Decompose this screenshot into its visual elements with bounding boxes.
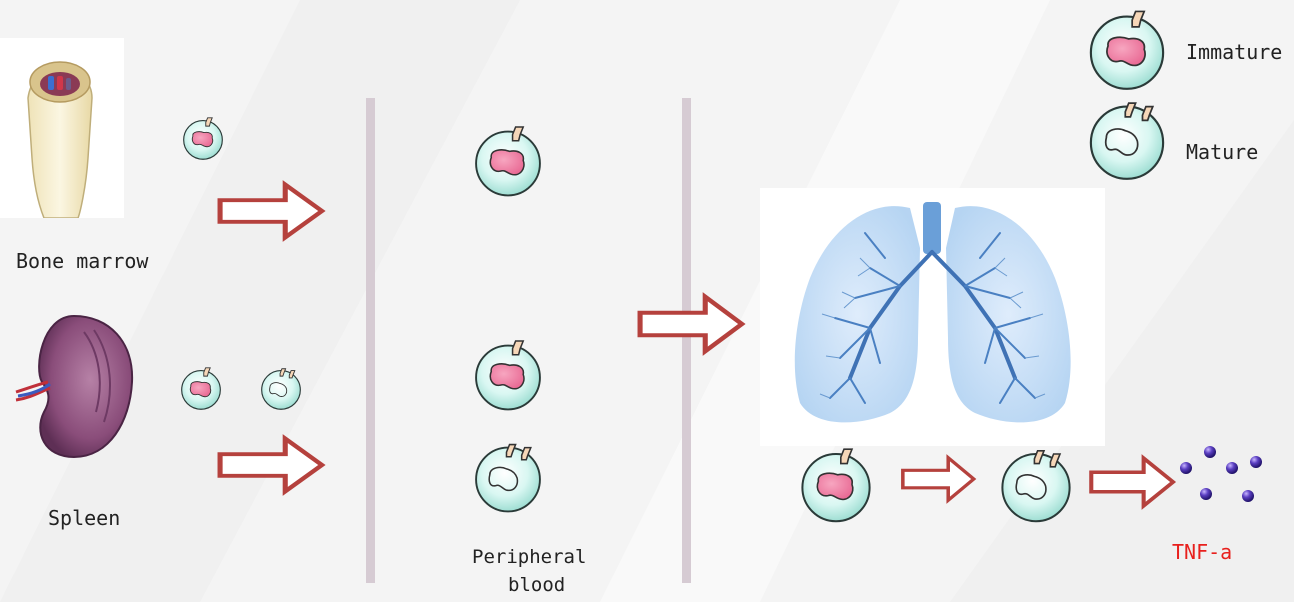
legend-mature-label: Mature	[1186, 140, 1258, 164]
peripheral-mature-cell	[470, 440, 546, 516]
peripheral-blood-label-line2: blood	[508, 574, 565, 596]
peripheral-blood-label-line1: Peripheral	[472, 546, 586, 568]
bone-marrow-arrow	[216, 180, 328, 242]
legend-mature-cell-icon	[1084, 98, 1170, 184]
spleen-mature-cell	[258, 366, 304, 412]
left-divider	[366, 98, 375, 583]
legend-immature-cell-icon	[1084, 8, 1170, 94]
peripheral-immature-cell-bottom	[470, 338, 546, 414]
maturation-arrow	[900, 454, 978, 504]
spleen-illustration	[14, 312, 138, 462]
peripheral-immature-cell-top	[470, 124, 546, 200]
tnf-release-arrow	[1088, 454, 1178, 510]
bone-marrow-label: Bone marrow	[16, 249, 148, 273]
peripheral-to-lung-arrow	[636, 292, 748, 356]
spleen-arrow	[216, 434, 328, 496]
bone-marrow-immature-cell	[180, 116, 226, 162]
spleen-immature-cell	[178, 366, 224, 412]
tnf-molecules	[1172, 440, 1272, 510]
legend-immature-label: Immature	[1186, 40, 1282, 64]
lung-mature-cell	[996, 446, 1076, 526]
bone-marrow-illustration	[0, 38, 124, 218]
tnf-label: TNF-a	[1172, 540, 1232, 564]
lung-immature-cell	[796, 446, 876, 526]
spleen-label: Spleen	[48, 506, 120, 530]
lung-illustration	[760, 188, 1105, 446]
